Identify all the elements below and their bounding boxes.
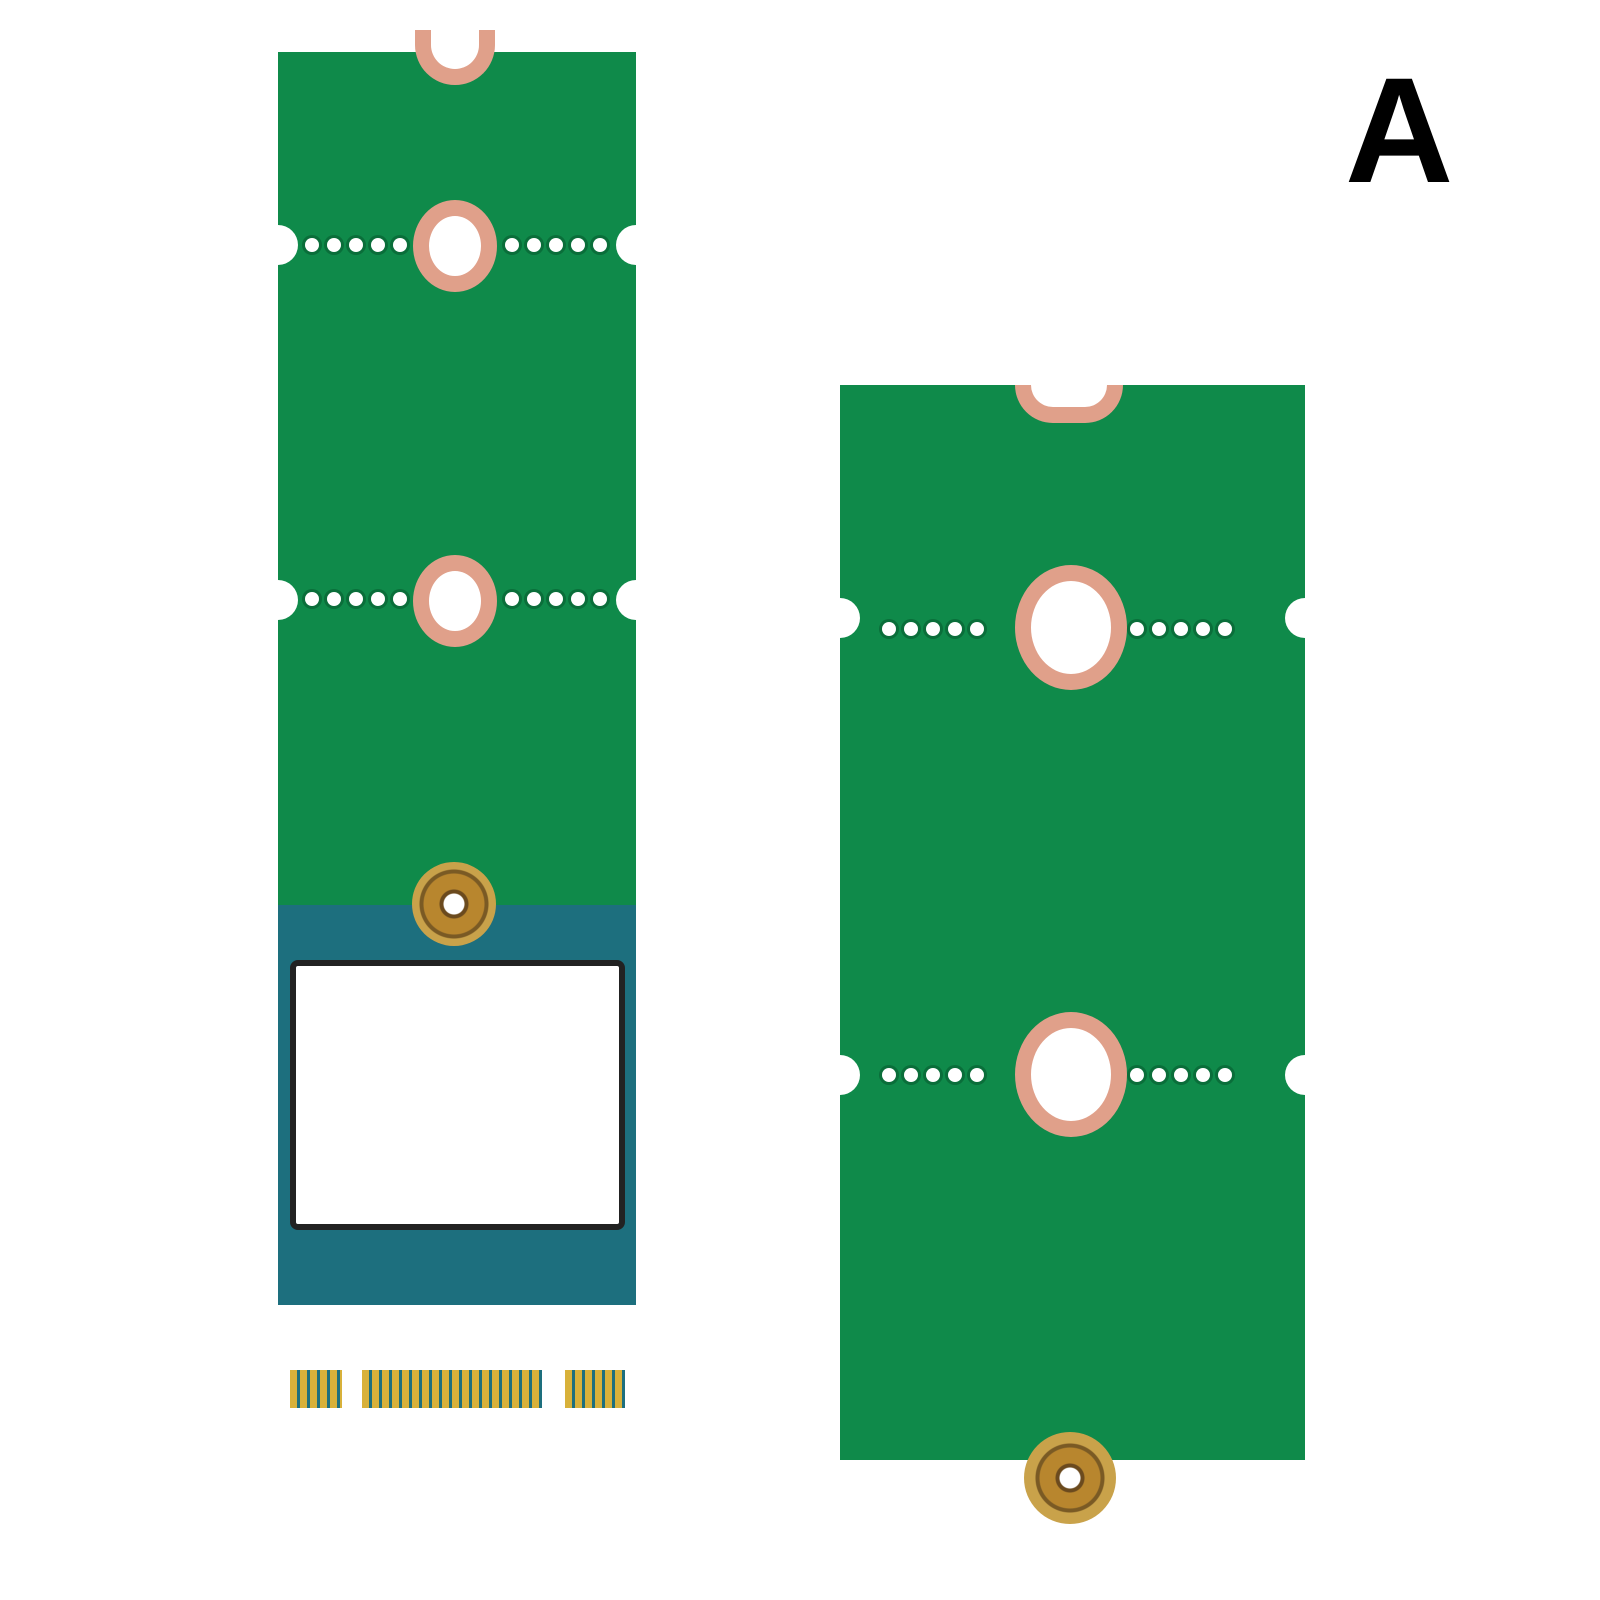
right-adapter-board	[840, 385, 1305, 1460]
notch	[820, 1055, 860, 1095]
left-adapter-board	[278, 52, 636, 912]
via-row	[305, 238, 407, 252]
via-row	[882, 622, 984, 636]
mount-hole-top-right	[1015, 385, 1123, 423]
via-row	[882, 1068, 984, 1082]
via-row	[305, 592, 407, 606]
notch	[616, 225, 656, 265]
notch	[1285, 598, 1325, 638]
notch	[616, 580, 656, 620]
standoff-screw-right	[1024, 1432, 1116, 1524]
gold-fingers	[565, 1370, 625, 1408]
via-row	[1130, 622, 1232, 636]
standoff-screw-left	[412, 862, 496, 946]
mount-hole-left-2	[413, 555, 497, 647]
notch	[820, 598, 860, 638]
gold-fingers	[290, 1370, 342, 1408]
via-row	[505, 592, 607, 606]
mount-hole-right-2	[1015, 1012, 1127, 1137]
notch	[1285, 1055, 1325, 1095]
via-row	[505, 238, 607, 252]
mount-hole-right-1	[1015, 565, 1127, 690]
via-row	[1130, 1068, 1232, 1082]
mount-hole-left-1	[413, 200, 497, 292]
gold-fingers	[362, 1370, 542, 1408]
rf-shield	[290, 960, 625, 1230]
variant-label: A	[1345, 46, 1454, 214]
notch	[258, 225, 298, 265]
notch	[258, 580, 298, 620]
